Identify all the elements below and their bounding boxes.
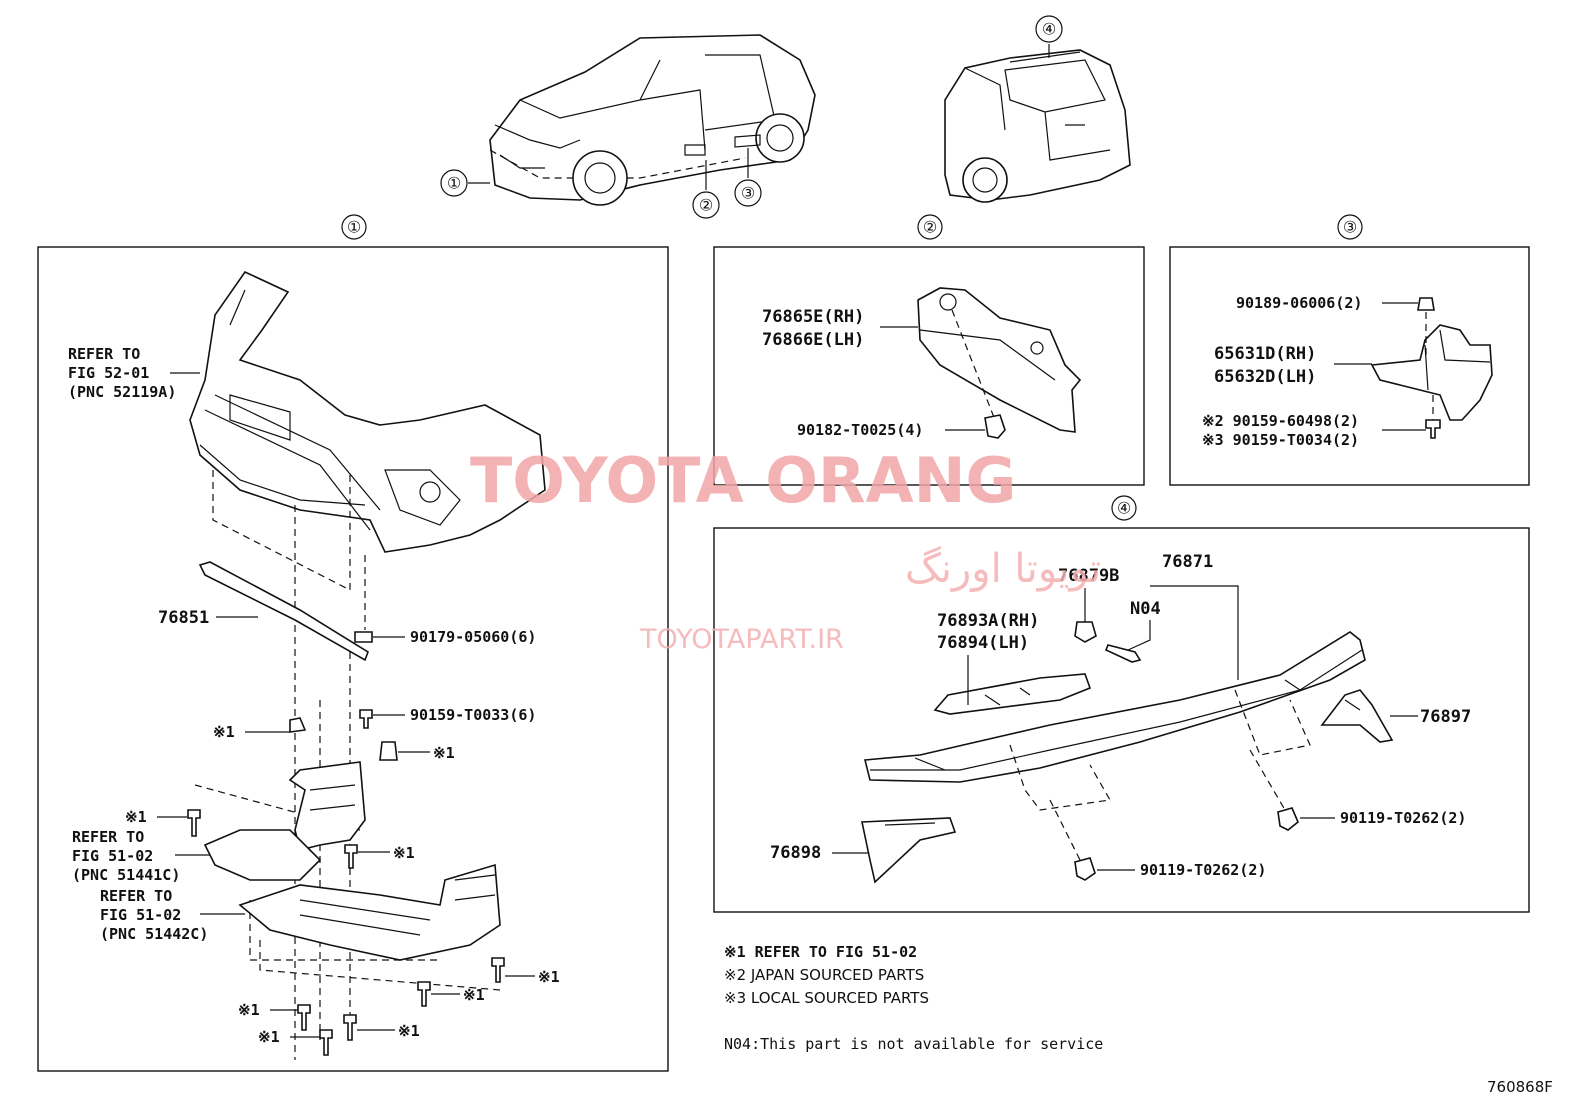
callout-2-car[interactable] [692, 191, 720, 219]
svg-text:76893A(RH): 76893A(RH) [937, 611, 1039, 631]
svg-text:※1: ※1 [125, 808, 147, 826]
svg-text:(PNC 51441C): (PNC 51441C) [72, 866, 180, 884]
note-1: ※1 REFER TO FIG 51-02 [724, 943, 917, 961]
watermark-brand-fa: تویوتا اورنگ [905, 546, 1101, 592]
svg-text:(PNC 52119A): (PNC 52119A) [68, 383, 176, 401]
svg-text:①: ① [347, 218, 361, 237]
svg-text:90119-T0262(2): 90119-T0262(2) [1140, 861, 1266, 879]
svg-text:※1: ※1 [393, 844, 415, 862]
grille-strip-76851 [198, 561, 369, 662]
panel-2-labels: 76865E(RH) 76866E(LH) 90182-T0025(4) [762, 307, 985, 439]
nut-90189-06006 [1417, 297, 1435, 311]
svg-text:※1: ※1 [463, 986, 485, 1004]
watermark: TOYOTA ORANG تویوتا اورنگ TOYOTAPART.IR [470, 444, 1101, 655]
note-n04: N04:This part is not available for servi… [724, 1035, 1103, 1053]
svg-text:※1: ※1 [398, 1022, 420, 1040]
svg-text:③: ③ [741, 184, 755, 203]
svg-text:76894(LH): 76894(LH) [937, 633, 1029, 653]
stop-lamp-76893a [933, 673, 1092, 715]
svg-text:④: ④ [1117, 499, 1131, 518]
svg-text:FIG 51-02: FIG 51-02 [100, 906, 181, 924]
svg-text:76898: 76898 [770, 843, 821, 863]
svg-text:FIG 51-02: FIG 51-02 [72, 847, 153, 865]
svg-text:※3 90159-T0034(2): ※3 90159-T0034(2) [1202, 431, 1359, 449]
side-mudguard-76865e [917, 287, 1082, 433]
screw-90119-t0262-a [1277, 807, 1299, 831]
mudguard-65631d [1370, 324, 1493, 421]
watermark-brand: TOYOTA ORANG [470, 444, 1016, 517]
front-bumper-cover [189, 270, 546, 553]
label-76851: 76851 [158, 608, 209, 628]
screw-90159-60498 [1425, 419, 1441, 439]
svg-text:REFER TO: REFER TO [68, 345, 140, 363]
clip-90182-t0025 [984, 414, 1006, 439]
svg-text:90189-06006(2): 90189-06006(2) [1236, 294, 1362, 312]
callout-4-car[interactable] [1035, 15, 1063, 43]
svg-text:65632D(LH): 65632D(LH) [1214, 367, 1316, 387]
svg-text:76865E(RH): 76865E(RH) [762, 307, 864, 327]
svg-text:(PNC 51442C): (PNC 51442C) [100, 925, 208, 943]
car-rear-three-quarter [944, 49, 1131, 203]
note-3: ※3 LOCAL SOURCED PARTS [724, 989, 929, 1007]
rear-spoiler-76871 [863, 631, 1366, 783]
svg-text:※2 90159-60498(2): ※2 90159-60498(2) [1202, 412, 1359, 430]
label-90159-t0033: 90159-T0033(6) [410, 706, 536, 724]
svg-text:※1: ※1 [538, 968, 560, 986]
fasteners-panel-1 [187, 631, 505, 1056]
svg-text:90119-T0262(2): 90119-T0262(2) [1340, 809, 1466, 827]
svg-text:REFER TO: REFER TO [72, 828, 144, 846]
panel-1-frame [37, 246, 669, 1072]
panel-4-frame [713, 527, 1530, 913]
svg-text:76871: 76871 [1162, 552, 1213, 572]
panel-1-labels: REFER TO FIG 52-01 (PNC 52119A) 76851 90… [68, 345, 560, 1046]
cover-76898 [861, 817, 957, 884]
panel-2-frame [713, 246, 1145, 486]
cover-76897 [1320, 689, 1394, 743]
car-front-three-quarter [489, 34, 816, 206]
svg-text:※1: ※1 [433, 744, 455, 762]
label-90179-05060: 90179-05060(6) [410, 628, 536, 646]
svg-text:②: ② [699, 196, 713, 215]
pin-n04 [1104, 644, 1142, 663]
footnotes: ※1 REFER TO FIG 51-02 ※2 JAPAN SOURCED P… [724, 943, 1103, 1053]
svg-text:③: ③ [1343, 218, 1357, 237]
watermark-site: TOYOTAPART.IR [639, 624, 844, 655]
svg-text:※1: ※1 [238, 1001, 260, 1019]
note-2: ※2 JAPAN SOURCED PARTS [724, 966, 924, 984]
svg-text:FIG 52-01: FIG 52-01 [68, 364, 149, 382]
callout-3-car[interactable] [734, 179, 762, 207]
svg-text:90182-T0025(4): 90182-T0025(4) [797, 421, 923, 439]
svg-text:76866E(LH): 76866E(LH) [762, 330, 864, 350]
svg-text:※1: ※1 [213, 723, 235, 741]
car-callouts: ① ② ③ ④ [440, 15, 1063, 219]
svg-text:②: ② [923, 218, 937, 237]
svg-text:①: ① [447, 174, 461, 193]
panel-3-labels: 90189-06006(2) 65631D(RH) 65632D(LH) ※2 … [1202, 294, 1426, 449]
svg-text:N04: N04 [1130, 599, 1161, 619]
clip-76879b [1074, 621, 1097, 643]
callout-1-car[interactable] [440, 169, 468, 197]
under-cover-front [203, 761, 366, 881]
svg-text:REFER TO: REFER TO [100, 887, 172, 905]
section-markers: ① ② ③ ④ [341, 214, 1363, 521]
screw-90119-t0262-b [1074, 857, 1096, 881]
under-cover-main [238, 863, 501, 961]
panel-4-labels: 76879B 76871 N04 76893A(RH) 76894(LH) 76… [770, 552, 1471, 879]
svg-text:76897: 76897 [1420, 707, 1471, 727]
figure-id: 760868F [1487, 1078, 1553, 1096]
svg-text:④: ④ [1042, 20, 1056, 39]
svg-text:65631D(RH): 65631D(RH) [1214, 344, 1316, 364]
panel-3-frame [1169, 246, 1530, 486]
svg-text:※1: ※1 [258, 1028, 280, 1046]
svg-text:76879B: 76879B [1058, 566, 1119, 586]
